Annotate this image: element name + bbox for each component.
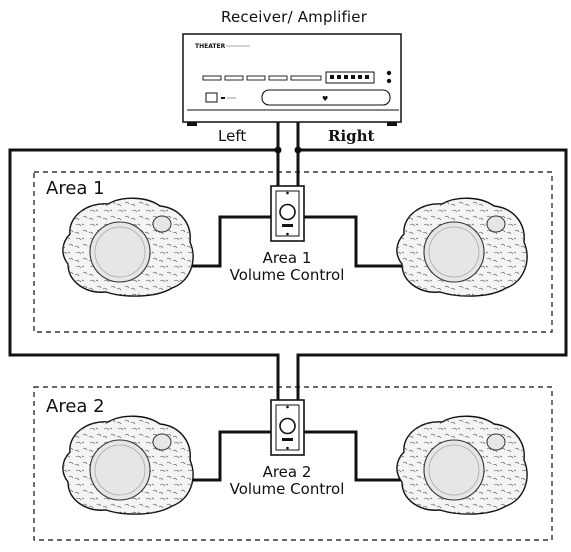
area-2-right-rock-speaker-icon: [396, 415, 528, 515]
area-2-label: Area 2: [46, 396, 105, 417]
volume-knob-icon: [279, 417, 296, 435]
area-2-volume-control-line2: Volume Control: [229, 480, 345, 498]
area-2-volume-control-line1: Area 2: [262, 463, 312, 481]
display-mark: ♥: [322, 95, 328, 103]
area-2-right-speaker-wire: [304, 430, 402, 482]
left-wire-label: Left: [218, 127, 247, 145]
area-2-volume-control: [270, 399, 305, 456]
area-1-volume-control-line2: Volume Control: [229, 266, 345, 284]
area-1-volume-control-line1: Area 1: [262, 249, 312, 267]
area-1-volume-control-label: Area 1 Volume Control: [228, 250, 346, 284]
area-1-left-rock-speaker-icon: [62, 197, 194, 297]
area-2-volume-control-label: Area 2 Volume Control: [228, 464, 346, 498]
volume-knob-icon: [279, 203, 296, 221]
receiver-amplifier: THEATER ♥: [182, 33, 402, 126]
speaker-wire-loop: [8, 122, 568, 400]
receiver-brand: THEATER: [195, 43, 226, 50]
diagram-title: Receiver/ Amplifier: [221, 8, 368, 26]
right-wire-label: Right: [328, 127, 375, 145]
area-1-box: [33, 171, 553, 333]
area-2-left-rock-speaker-icon: [62, 415, 194, 515]
area-1-right-rock-speaker-icon: [396, 197, 528, 297]
area-1-right-speaker-wire: [304, 215, 402, 268]
area-1-volume-control: [270, 185, 305, 242]
area-1-label: Area 1: [46, 178, 105, 199]
area-2-box: [33, 386, 553, 541]
